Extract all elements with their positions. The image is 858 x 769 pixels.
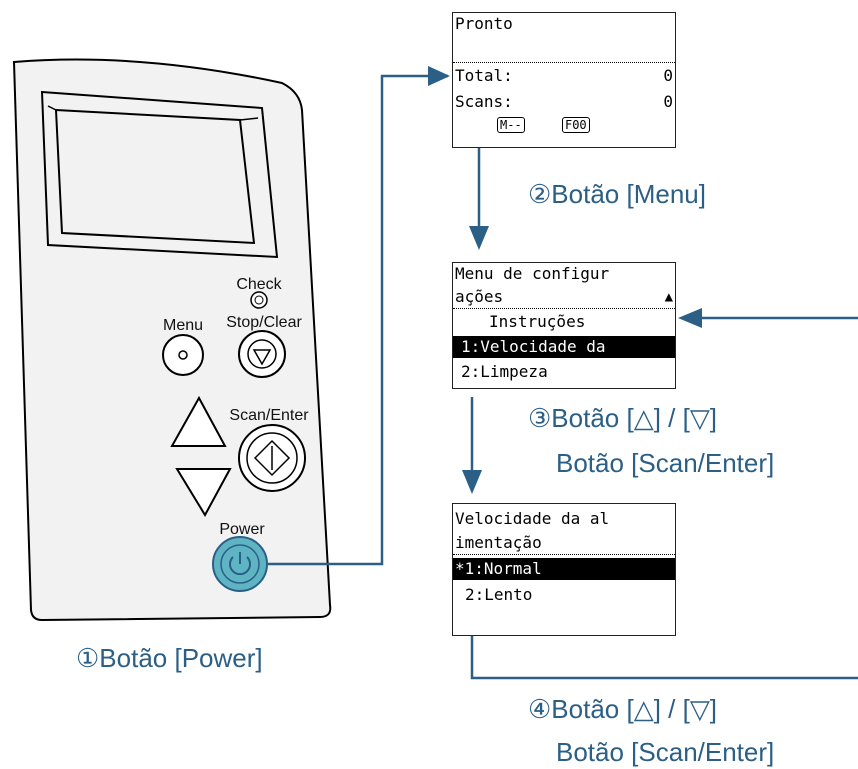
power-label: Power xyxy=(219,521,265,538)
speed-title-line1: Velocidade da al xyxy=(455,509,610,528)
step2-label: ②Botão [Menu] xyxy=(528,179,706,209)
step1-label: ①Botão [Power] xyxy=(76,643,263,673)
scans-value: 0 xyxy=(663,92,673,111)
step4-label-line1: ④Botão [△] / [▽] xyxy=(528,694,718,724)
speed-option-2: 2:Lento xyxy=(465,585,533,604)
stop-clear-button-icon xyxy=(238,330,286,378)
scan-enter-label: Scan/Enter xyxy=(229,407,309,424)
menu-label: Menu xyxy=(163,317,203,334)
speed-title-line2: imentação xyxy=(453,532,675,555)
lcd-feed-speed-screen: Velocidade da al imentação *1:Normal 2:L… xyxy=(452,503,676,636)
ready-title: Pronto xyxy=(455,14,513,33)
scans-label: Scans: xyxy=(455,92,513,111)
menu-tag: M-- xyxy=(497,117,525,133)
up-down-arrow-icon: ▲ xyxy=(664,289,673,305)
menu-item-selected: 1:Velocidade da xyxy=(453,336,675,358)
ready-title-row: Pronto xyxy=(453,13,675,63)
check-label: Check xyxy=(236,276,282,293)
menu-item-instructions: Instruções xyxy=(489,312,586,331)
lcd-settings-menu-screen: Menu de configur ações ▲ Instruções 1:Ve… xyxy=(452,262,676,389)
tags-row: M-- F00 xyxy=(453,113,675,135)
menu-button-icon xyxy=(162,334,204,376)
step3-label-line1: ③Botão [△] / [▽] xyxy=(528,403,718,433)
menu-item-2: 2:Limpeza xyxy=(461,362,548,381)
function-tag: F00 xyxy=(561,117,590,133)
menu-title-line2: ações ▲ xyxy=(453,286,675,309)
menu-title-line1: Menu de configur xyxy=(455,264,610,283)
total-row: Total: 0 xyxy=(453,65,675,87)
scans-row: Scans: 0 xyxy=(453,91,675,113)
total-value: 0 xyxy=(663,66,673,85)
up-triangle-icon xyxy=(170,395,227,447)
step3-label-line2: Botão [Scan/Enter] xyxy=(556,448,775,478)
arrow-speed-out xyxy=(470,636,858,680)
speed-option-selected: *1:Normal xyxy=(453,558,675,580)
stop-clear-label: Stop/Clear xyxy=(226,314,302,331)
arrow-power-to-ready xyxy=(268,74,448,566)
step4-label-line2: Botão [Scan/Enter] xyxy=(556,737,775,767)
total-label: Total: xyxy=(455,66,513,85)
down-triangle-icon xyxy=(175,468,232,518)
lcd-ready-screen: Pronto Total: 0 Scans: 0 M-- F00 xyxy=(452,12,676,148)
check-led-icon xyxy=(250,291,268,309)
